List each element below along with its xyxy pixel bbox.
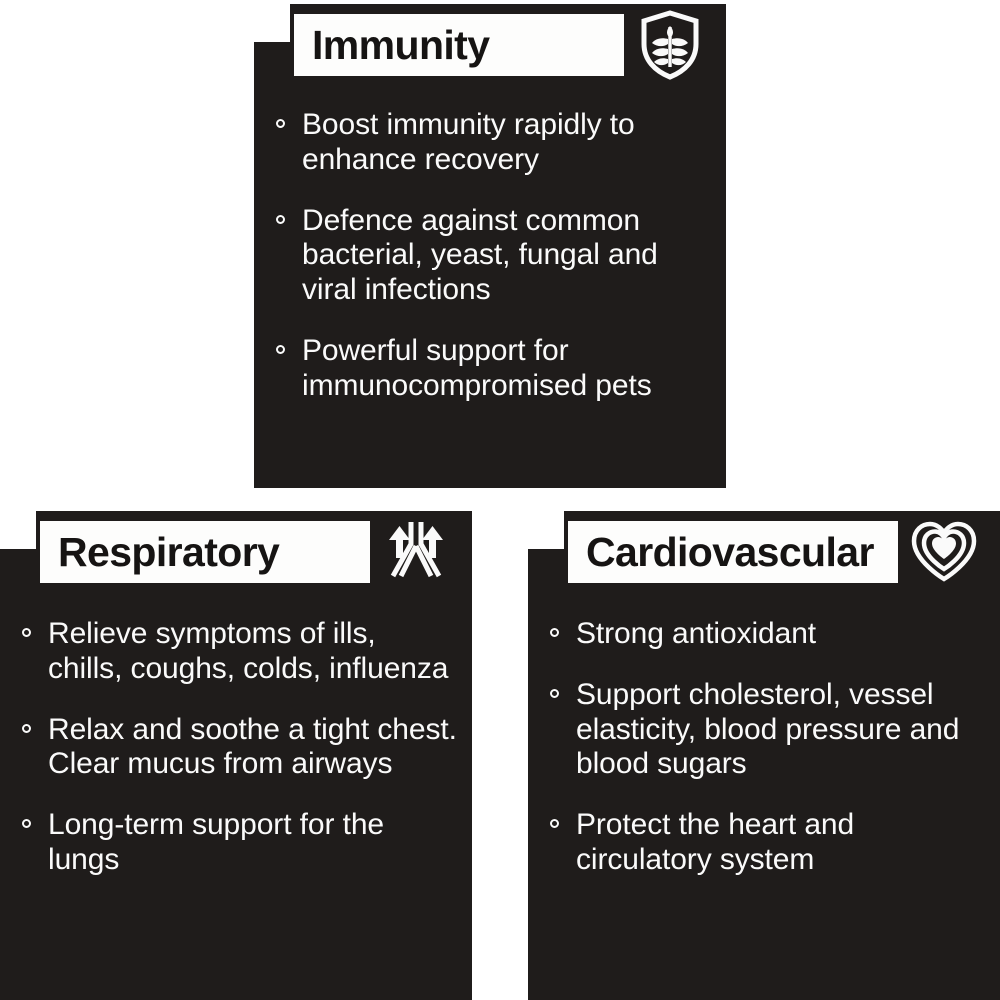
list-item: Strong antioxidant <box>546 617 986 652</box>
bullet-text: Strong antioxidant <box>576 617 817 650</box>
bullet-text: Powerful support for immunocompromised p… <box>302 333 652 402</box>
card-body-cardiovascular <box>528 549 1000 1000</box>
bullet-text: Protect the heart and circulatory system <box>576 808 855 876</box>
bullet-text: Relieve symptoms of ills, chills, coughs… <box>48 617 449 685</box>
bullet-dot-icon <box>22 628 31 637</box>
list-item: Protect the heart and circulatory system <box>546 808 986 878</box>
bullet-text: Support cholesterol, vessel elasticity, … <box>576 677 960 781</box>
bullet-dot-icon <box>22 819 31 829</box>
bullet-list-immunity: Boost immunity rapidly to enhance recove… <box>272 108 712 404</box>
title-plate-cardiovascular: Cardiovascular <box>568 521 898 583</box>
list-item: Powerful support for immunocompromised p… <box>272 334 712 404</box>
card-body-respiratory <box>0 549 472 1000</box>
list-item: Relieve symptoms of ills, chills, coughs… <box>18 617 458 687</box>
bullet-dot-icon <box>550 688 559 698</box>
bullet-dot-icon <box>550 628 559 637</box>
list-item: Support cholesterol, vessel elasticity, … <box>546 678 986 782</box>
bullet-list-respiratory: Relieve symptoms of ills, chills, coughs… <box>18 617 458 878</box>
card-title-immunity: Immunity <box>312 21 490 68</box>
shield-leaf-icon <box>624 4 716 86</box>
bullet-dot-icon <box>276 344 285 354</box>
bullet-text: Defence against common bacterial, yeast,… <box>302 203 658 307</box>
bullet-list-cardiovascular: Strong antioxidant Support cholesterol, … <box>546 617 986 878</box>
list-item: Long-term support for the lungs <box>18 808 458 878</box>
card-title-respiratory: Respiratory <box>58 528 280 575</box>
bronchi-arrows-icon <box>370 511 462 593</box>
card-body-immunity <box>254 42 726 488</box>
title-plate-immunity: Immunity <box>294 14 624 76</box>
card-header-cardiovascular: Cardiovascular <box>564 511 1000 593</box>
title-plate-respiratory: Respiratory <box>40 521 370 583</box>
list-item: Boost immunity rapidly to enhance recove… <box>272 108 712 178</box>
bullet-dot-icon <box>276 214 285 224</box>
bullet-dot-icon <box>550 819 559 829</box>
bullet-text: Boost immunity rapidly to enhance recove… <box>302 108 635 176</box>
list-item: Defence against common bacterial, yeast,… <box>272 204 712 308</box>
card-title-cardiovascular: Cardiovascular <box>586 528 874 575</box>
bullet-dot-icon <box>276 119 285 128</box>
bullet-text: Relax and soothe a tight chest. Clear mu… <box>48 712 457 781</box>
bullet-text: Long-term support for the lungs <box>48 808 385 876</box>
card-header-respiratory: Respiratory <box>36 511 472 593</box>
bullet-dot-icon <box>22 723 31 733</box>
list-item: Relax and soothe a tight chest. Clear mu… <box>18 713 458 783</box>
card-header-immunity: Immunity <box>290 4 726 86</box>
nested-hearts-icon <box>898 511 990 593</box>
